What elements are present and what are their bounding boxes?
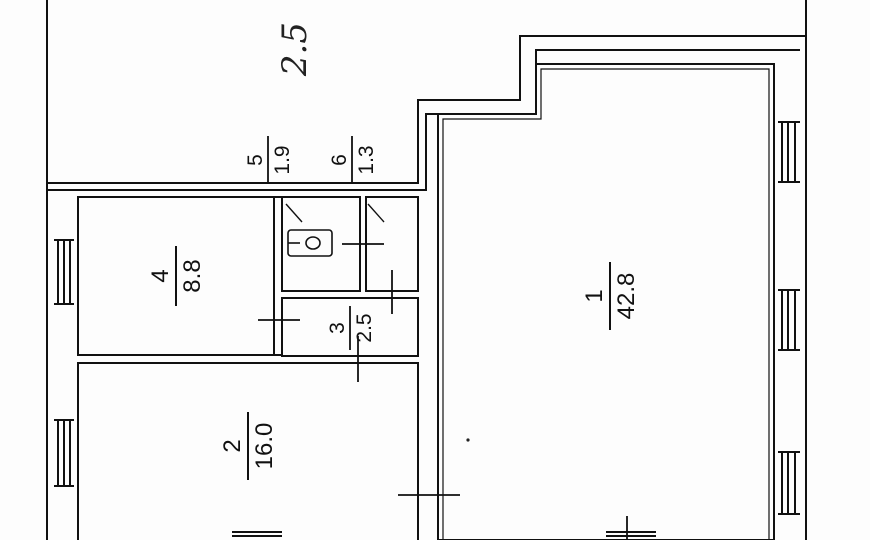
- room-5-label: 5 1.9: [244, 136, 294, 184]
- window-bottom-right: [606, 531, 656, 537]
- door-markers: [258, 228, 628, 540]
- room-2-number: 2: [219, 439, 246, 452]
- room-2-area: 16.0: [251, 423, 278, 470]
- window-right-top: [778, 121, 800, 183]
- ceiling-height-note: 2.5: [275, 22, 315, 77]
- room-6-label: 6 1.3: [328, 136, 378, 184]
- room-5-number: 5: [244, 154, 267, 166]
- room-2-outline: [77, 362, 419, 540]
- window-left-upper: [54, 239, 74, 305]
- room-2-label: 2 16.0: [219, 412, 278, 480]
- room-1-outline: [437, 63, 775, 540]
- room-5-area: 1.9: [271, 145, 294, 174]
- room-4-area: 8.8: [179, 259, 206, 292]
- room-6-area: 1.3: [355, 145, 378, 174]
- window-right-middle: [778, 289, 800, 351]
- room-3-label: 3 2.5: [326, 306, 376, 350]
- area-leaders: [285, 203, 385, 223]
- room-1-area: 42.8: [613, 273, 640, 320]
- window-left-lower: [54, 419, 74, 487]
- room-6-number: 6: [328, 154, 351, 166]
- room-3-number: 3: [326, 322, 349, 334]
- room-4-label: 4 8.8: [147, 246, 206, 306]
- toilet-fixture: [287, 229, 333, 257]
- room-1-number: 1: [581, 289, 608, 302]
- room-4-number: 4: [147, 269, 174, 282]
- window-right-bottom: [778, 451, 800, 515]
- room-1-label: 1 42.8: [581, 262, 640, 330]
- windows: [54, 121, 800, 537]
- room-4-outline: [77, 196, 275, 356]
- room-3-area: 2.5: [353, 313, 376, 342]
- window-bottom-left: [232, 531, 282, 537]
- stray-dot: [466, 438, 470, 442]
